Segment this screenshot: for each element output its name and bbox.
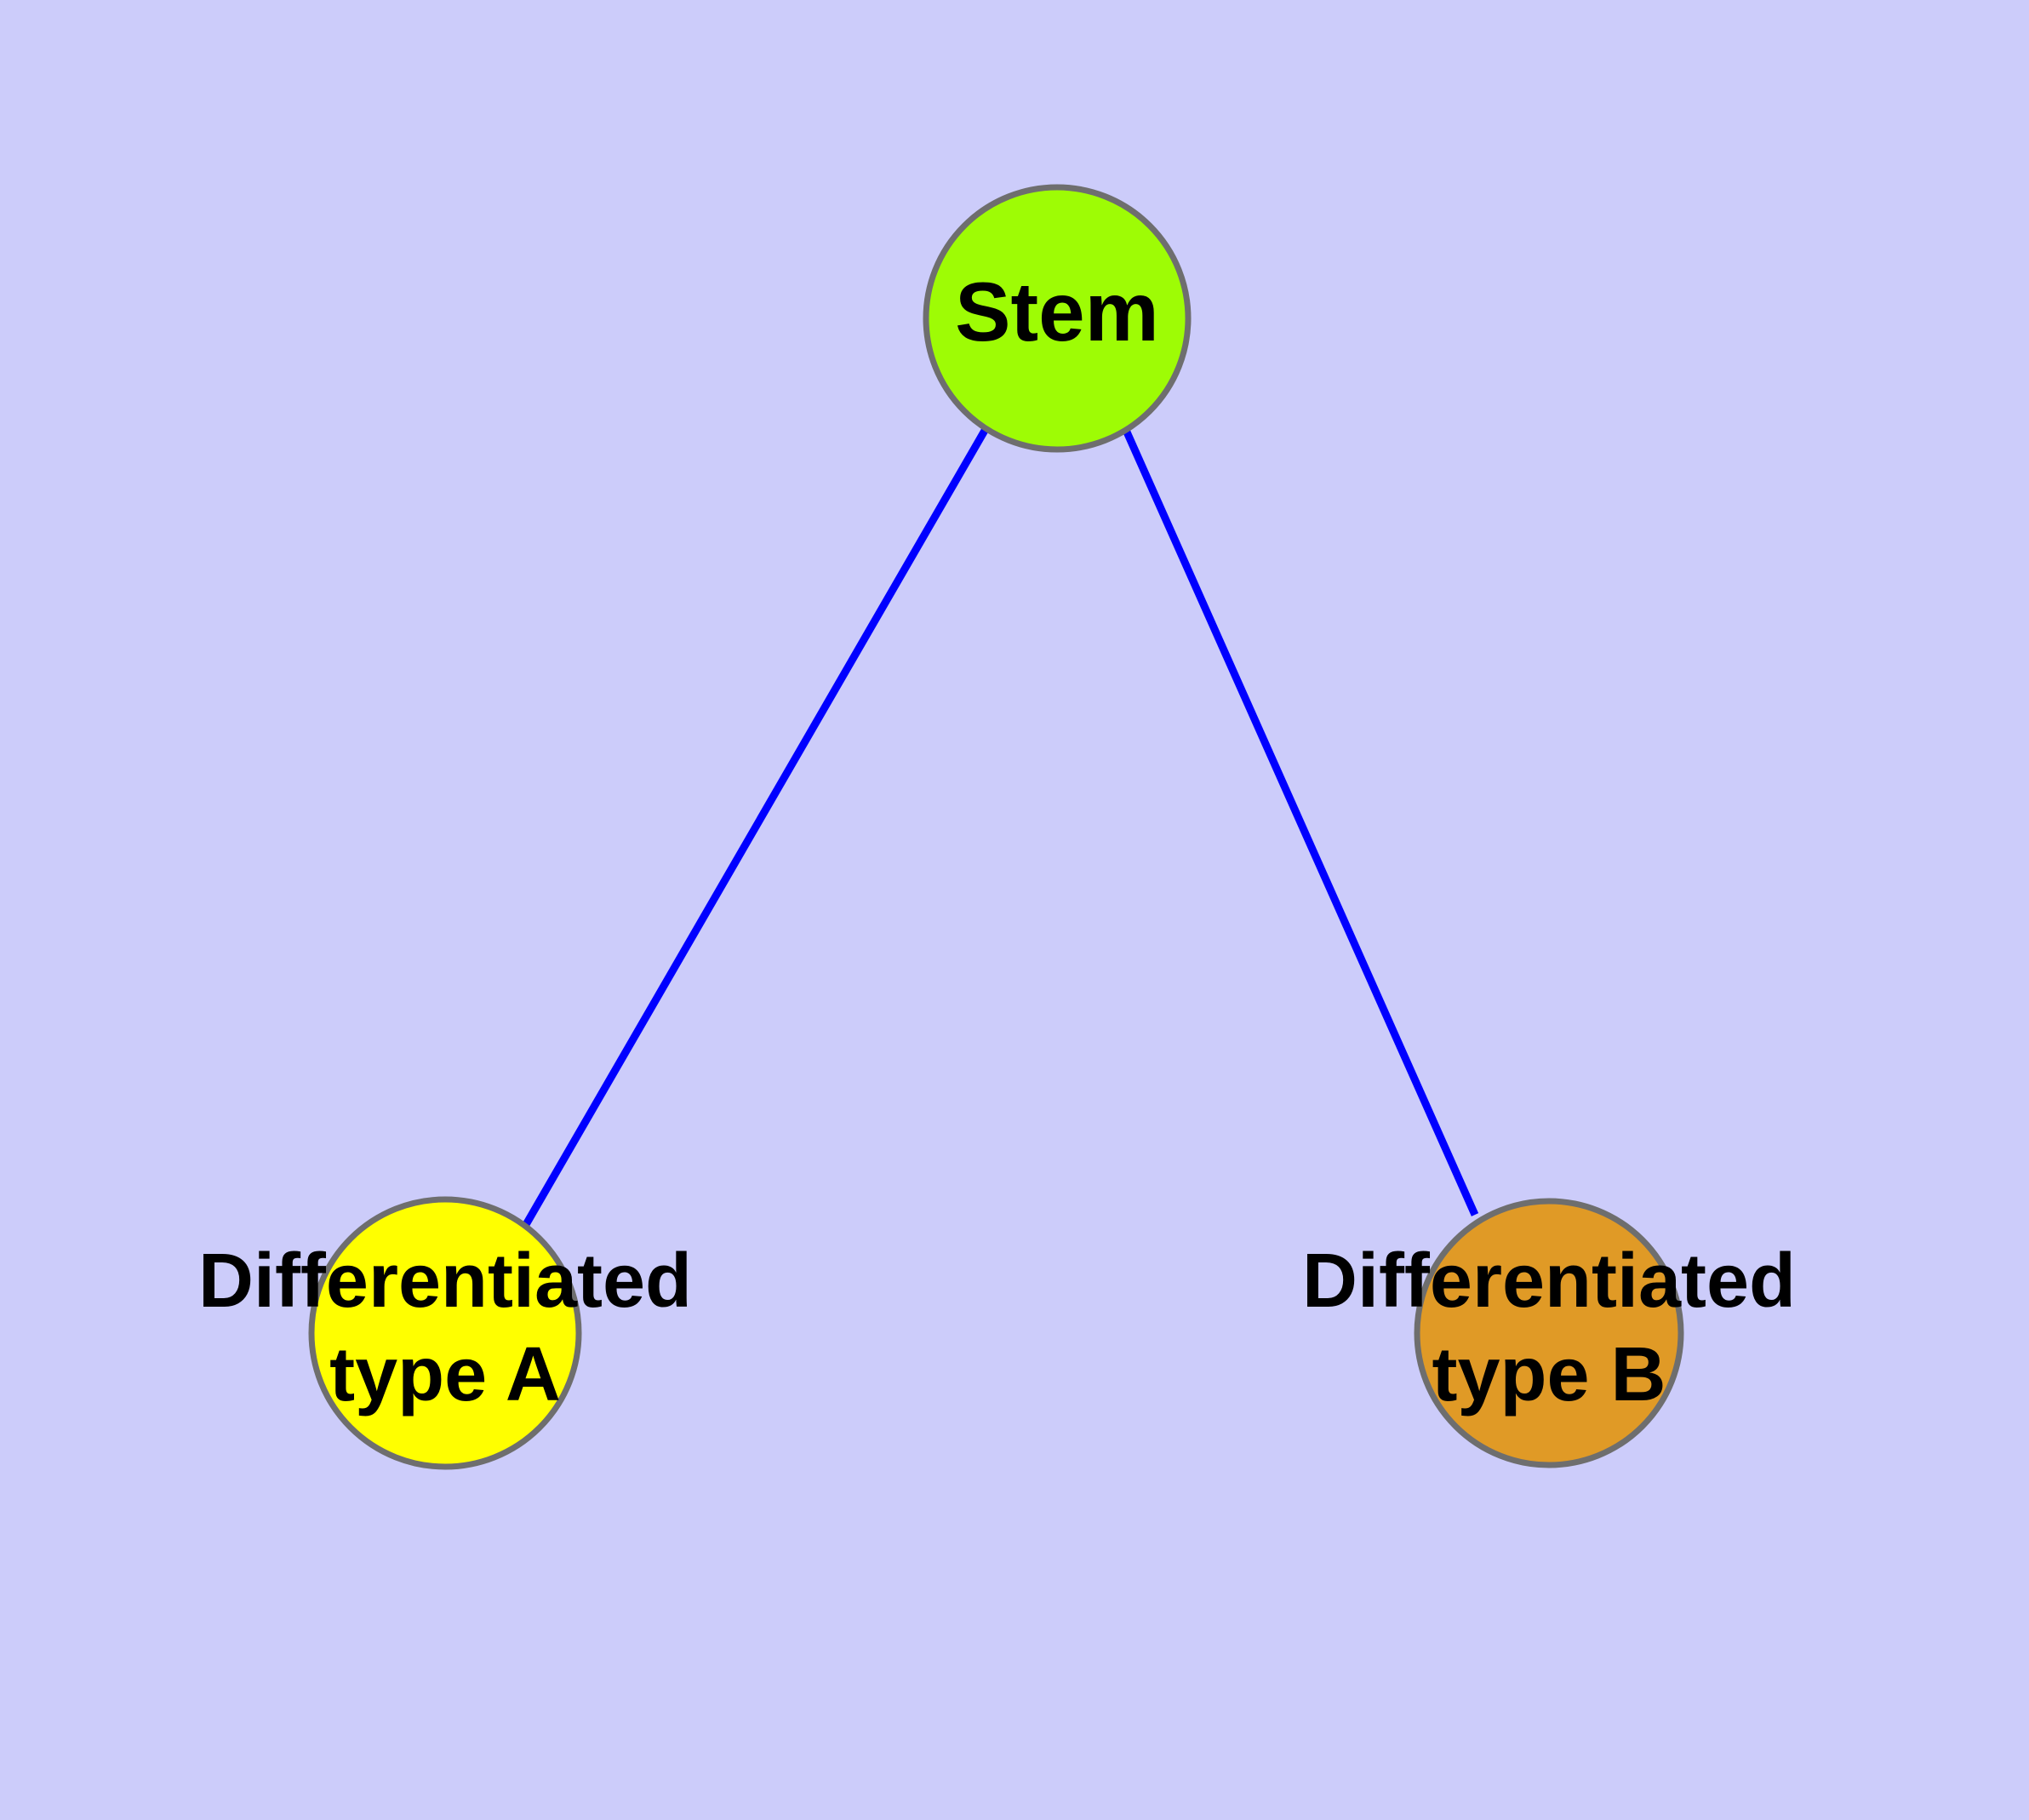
node-label-stem: Stem [955, 265, 1159, 358]
edge-stem-to-diff-b[interactable] [1121, 426, 1479, 1216]
edges-layer [521, 426, 1479, 1230]
node-label-line: Stem [955, 265, 1159, 358]
node-diff-b[interactable] [1414, 1198, 1684, 1468]
node-label-line: Differentiated [1302, 1239, 1796, 1324]
nodes-layer [308, 184, 1684, 1470]
node-label-line: Differentiated [198, 1239, 692, 1324]
node-label-line: type A [329, 1332, 561, 1417]
edge-stem-to-diff-a[interactable] [521, 426, 989, 1230]
node-label-line: type B [1432, 1332, 1666, 1417]
node-diff-a[interactable] [308, 1196, 582, 1470]
node-stem[interactable] [923, 184, 1192, 453]
